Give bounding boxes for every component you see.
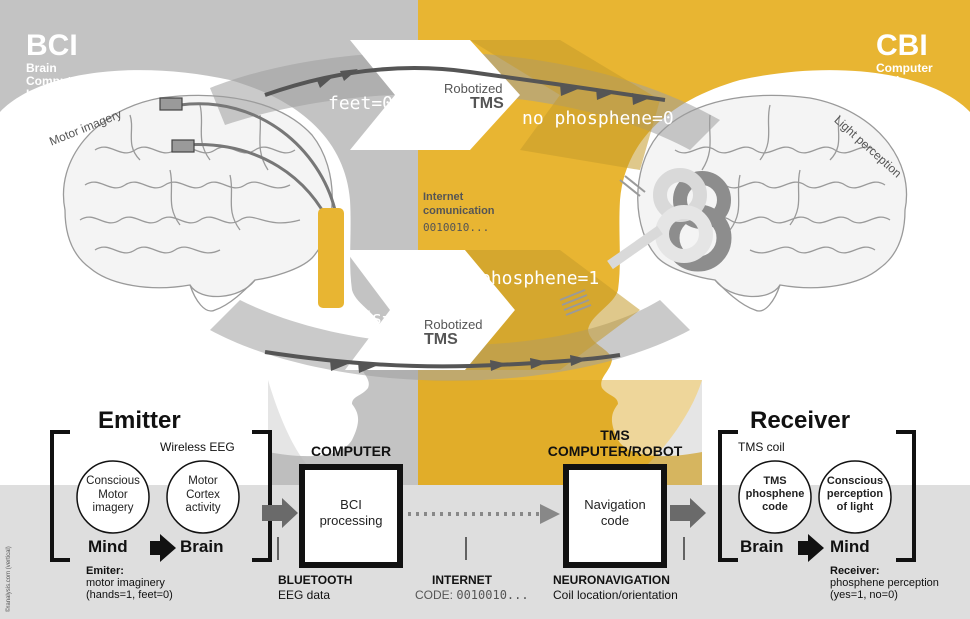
bluetooth-caption: EEG data [278, 588, 331, 602]
tms-phosphene-line-1: TMS [763, 475, 787, 487]
motor-cortex-line-1: Motor [188, 475, 218, 487]
conscious-motor-line-1: Conscious [86, 475, 140, 487]
eeg-headset [159, 97, 344, 308]
conscious-perception-text: Conscious perception of light [818, 475, 892, 514]
conscious-motor-line-3: imagery [92, 502, 134, 515]
bci-processing-text: BCI processing [308, 497, 394, 530]
tms-phosphene-text: TMS phosphene code [740, 475, 810, 514]
bci-subtitle-2: Computer [26, 74, 83, 88]
conscious-perception-line-2: perception [826, 487, 884, 500]
bci-processing-line-1: BCI [340, 497, 362, 512]
center-shadow-right [418, 380, 702, 485]
tick-marks [277, 537, 685, 560]
computer-title: COMPUTER [310, 443, 392, 459]
bluetooth-caption-title: BLUETOOTH [278, 573, 353, 587]
receiver-caption-1: phosphene perception [830, 577, 939, 589]
receiver-bracket-left [718, 430, 738, 562]
receiver-mind-label: Mind [830, 537, 870, 556]
bci-subtitle-1: Brain [26, 61, 57, 75]
cbi-subtitle-2: Brain [876, 74, 907, 88]
navigation-code-line-1: Navigation [584, 497, 646, 512]
arrow-to-tms [540, 504, 560, 524]
emitter-caption-1: motor imaginery [86, 577, 165, 589]
bottom-robot-label-2: TMS [424, 331, 458, 348]
neuronavigation-caption: Coil location/orientation [553, 588, 678, 602]
conscious-motor-circle [76, 460, 150, 534]
conscious-perception-line-1: Conscious [826, 475, 884, 487]
navigation-code-line-2: code [600, 513, 630, 529]
motor-cortex-text: Motor Cortex activity [168, 475, 238, 516]
conscious-motor-text: Conscious Motor imagery [78, 475, 148, 516]
bci-title: BCI [26, 29, 78, 62]
no-phosphene-label: no phosphene=0 [522, 108, 674, 129]
emitter-caption-title: Emiter: [86, 565, 124, 577]
emitter-mind-label: Mind [88, 537, 128, 556]
internet-label-2: comunication [423, 205, 495, 217]
emitter-brain-label: Brain [180, 537, 224, 556]
conscious-motor-line-2: Motor [98, 488, 128, 501]
emitter-caption-2: (hands=1, feet=0) [86, 589, 173, 601]
neuronavigation-caption-title: NEURONAVIGATION [553, 573, 670, 587]
lower-right-arrow-shadow [465, 250, 640, 370]
top-robot-label-2: TMS [470, 95, 504, 112]
hands-code-label: hands=1 [328, 308, 404, 329]
tms-title-1: TMS [600, 427, 630, 443]
receiver-bracket-right [896, 430, 916, 562]
internet-code-label: 0010010... [423, 221, 490, 234]
arrow-to-computer [262, 498, 298, 528]
coil-beam-hatch [559, 175, 646, 316]
upper-right-arrow-shadow [470, 40, 660, 170]
internet-caption-title: INTERNET [432, 573, 492, 587]
bci-processing-box [299, 464, 403, 568]
receiver-caption-2: (yes=1, no=0) [830, 589, 898, 601]
cbi-title: CBI [876, 29, 928, 62]
receiver-caption-title: Receiver: [830, 565, 880, 577]
credit-text: ©ranalysis.com (vertical) [6, 546, 12, 612]
internet-caption: CODE: 0010010... [415, 589, 529, 602]
internet-caption-prefix: CODE: [415, 588, 457, 602]
tms-phosphene-line-2: phosphene [745, 487, 805, 500]
bci-processing-line-2: processing [319, 513, 383, 529]
mind-brain-arrows [150, 534, 824, 562]
tms-phosphene-circle [738, 460, 812, 534]
internet-label-1: Internet [423, 191, 464, 203]
bottom-robot-label-1: Robotized [424, 317, 483, 332]
navigation-code-text: Navigation code [572, 497, 658, 530]
motor-cortex-line-2: Cortex [186, 488, 220, 501]
emitter-title: Emitter [98, 407, 181, 434]
tms-coil-icon [607, 168, 732, 272]
receiver-brain-label: Brain [740, 537, 784, 556]
emitter-bracket-left [50, 430, 70, 562]
tms-phosphene-line-3: code [762, 500, 788, 513]
wireless-eeg-label: Wireless EEG [160, 440, 235, 454]
bci-subtitle-3: Interface [26, 87, 77, 101]
navigation-code-box [563, 464, 667, 568]
tms-title-2: COMPUTER/ROBOT [547, 443, 683, 459]
motor-cortex-circle [166, 460, 240, 534]
motor-cortex-line-3: activity [185, 502, 221, 515]
cbi-subtitle-3: Interface [876, 87, 927, 101]
internet-caption-code: 0010010... [456, 588, 529, 602]
cbi-subtitle-1: Computer [876, 61, 933, 75]
lower-white-arrow [345, 250, 515, 370]
receiver-title: Receiver [750, 407, 851, 434]
conscious-perception-line-3: of light [836, 500, 874, 513]
upper-arrowheads [316, 69, 650, 105]
phosphene-label: phosphene=1 [480, 268, 600, 289]
tms-coil-label: TMS coil [738, 440, 785, 454]
emitter-bracket-right [252, 430, 272, 562]
top-robot-label-1: Robotized [444, 81, 503, 96]
feet-code-label: feet=0 [328, 93, 394, 114]
conscious-perception-circle [818, 460, 892, 534]
arrow-to-receiver [670, 498, 706, 528]
lower-arrowheads [330, 355, 588, 373]
